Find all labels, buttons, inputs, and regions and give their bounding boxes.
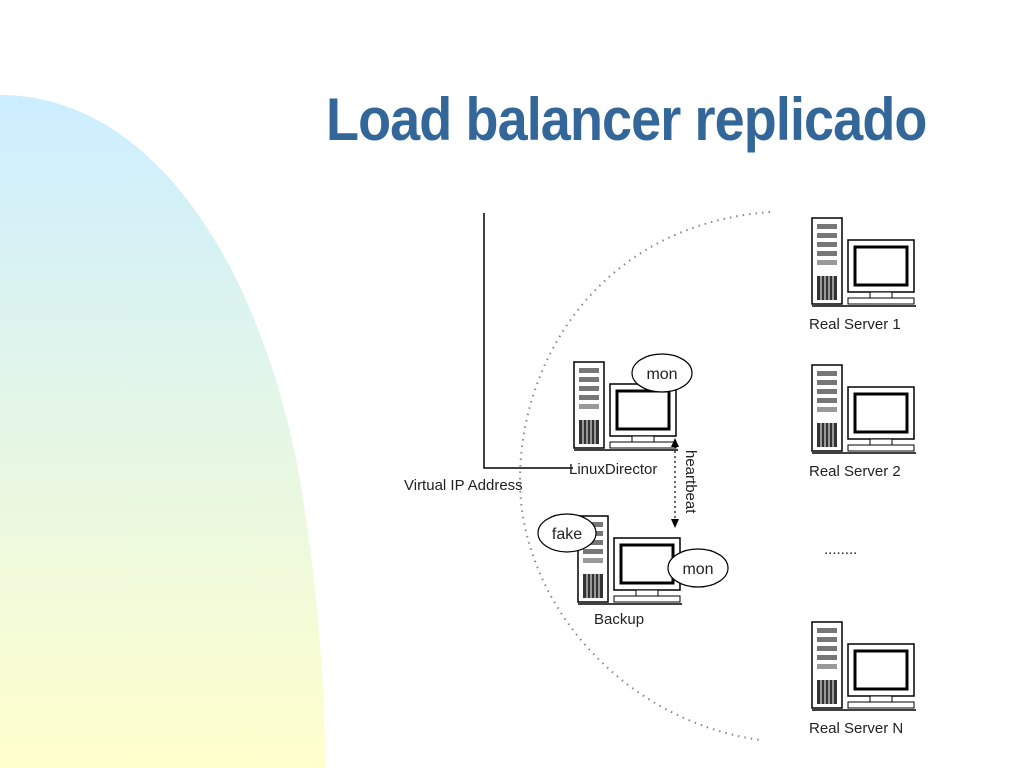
heartbeat-arrow-up [671,438,679,447]
linux-director-label: LinuxDirector [569,461,657,478]
backup-fake-bubble [537,513,597,553]
real-server-n-label: Real Server N [809,720,903,737]
real-server-2-computer-icon [810,363,918,455]
heartbeat-label: heartbeat [682,450,699,514]
director-mon-bubble [631,353,693,393]
heartbeat-arrow-down [671,519,679,528]
real-server-1-label: Real Server 1 [809,316,901,333]
real-server-1-computer-icon [810,216,918,308]
backup-label: Backup [594,611,644,628]
director-mon-text: mon [646,366,677,383]
real-server-n-computer-icon [810,620,918,712]
virtual-ip-label: Virtual IP Address [404,477,523,494]
network-line [483,213,573,469]
cluster-boundary-arc [518,211,771,741]
more-servers-ellipsis: ........ [824,541,857,558]
backup-mon-bubble [667,548,729,588]
backup-fake-text: fake [552,526,582,543]
real-server-2-label: Real Server 2 [809,463,901,480]
slide-title: Load balancer replicado [326,86,927,153]
backup-mon-text: mon [682,561,713,578]
